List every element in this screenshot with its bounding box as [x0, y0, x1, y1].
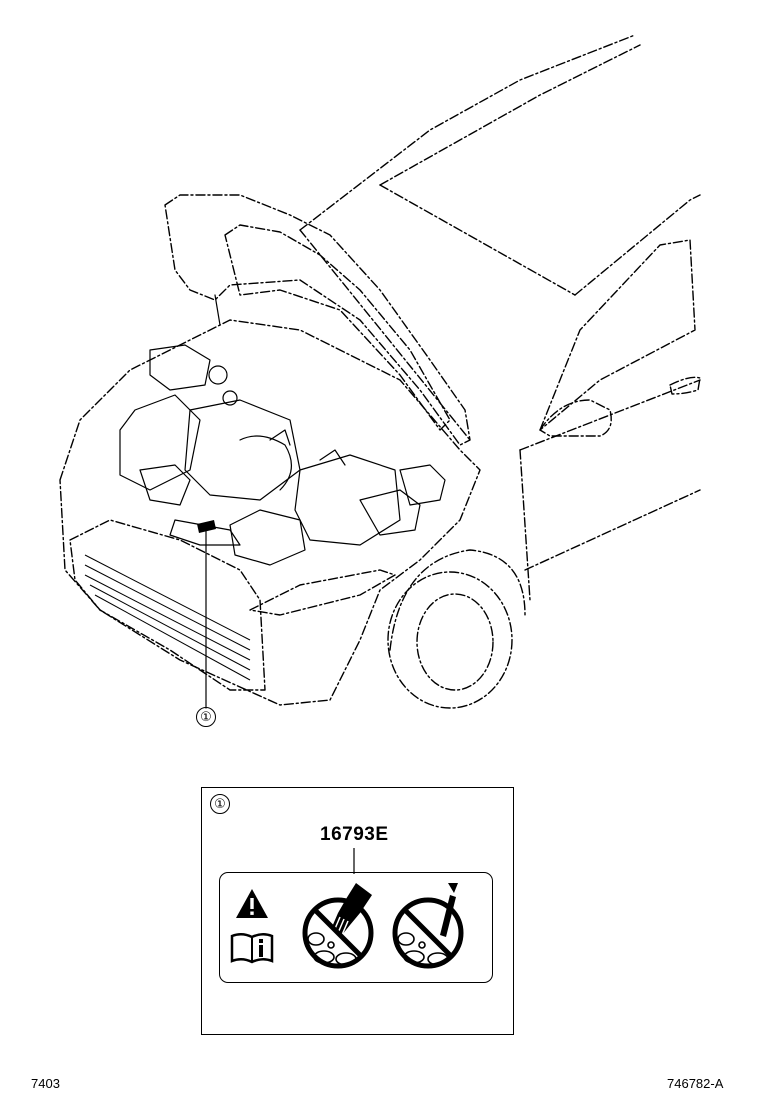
front-wheel-inner [416, 593, 494, 691]
hood-prop [214, 294, 221, 326]
warning-triangle-icon [236, 889, 268, 918]
footer-left-code: 7403 [31, 1076, 60, 1091]
headlight [249, 569, 396, 616]
door-line [519, 379, 701, 451]
callout-1-main: ① [196, 707, 216, 727]
cowl [299, 229, 471, 441]
label-detail-box: ① 16793E [201, 787, 514, 1035]
roof-line [299, 34, 636, 231]
grille-slats [84, 554, 251, 681]
wheel-arch [389, 549, 526, 651]
side-window [539, 239, 696, 431]
no-tool-fan-icon [392, 883, 464, 969]
footer-right-code: 746782-A [667, 1076, 724, 1091]
a-pillar [574, 194, 701, 296]
windshield-left [379, 184, 576, 296]
bumper-outline [59, 319, 481, 706]
part-number: 16793E [320, 824, 389, 845]
door-front-edge [519, 449, 531, 601]
windshield-top [379, 44, 641, 186]
label-location-mark [197, 520, 216, 533]
hood-inner [224, 224, 451, 431]
side-mirror [539, 399, 612, 437]
no-hand-fan-icon [302, 883, 374, 969]
warning-label-plate [219, 872, 493, 983]
callout-1-detail: ① [210, 794, 230, 814]
front-wheel-outer [387, 571, 513, 709]
car-engine-bay-drawing [59, 34, 701, 709]
part-number-leader [353, 848, 355, 874]
engine-components [119, 344, 446, 566]
grille-outline [69, 519, 266, 691]
manual-info-icon [230, 933, 274, 964]
door-handle [669, 376, 701, 395]
hood-outer [164, 194, 471, 446]
door-lower [524, 489, 701, 571]
